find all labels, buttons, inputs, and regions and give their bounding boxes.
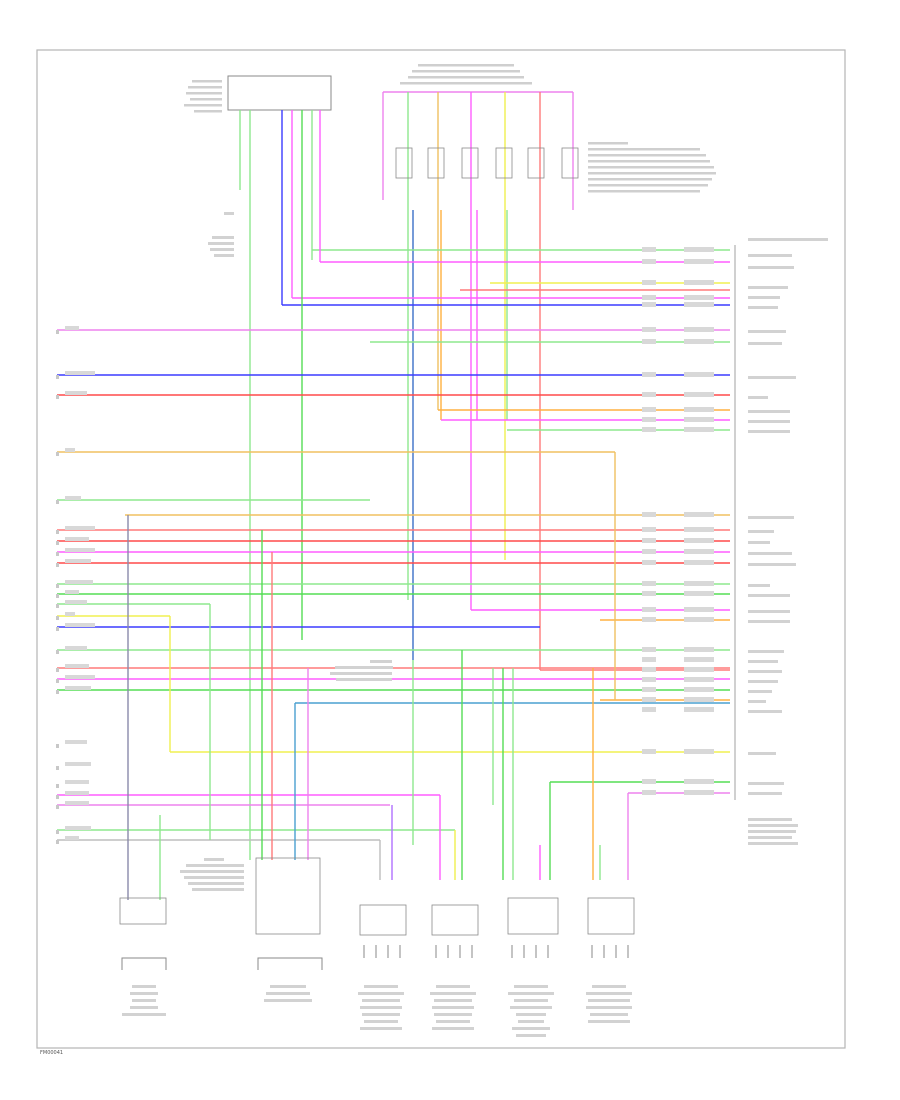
left-component-wires [239, 110, 730, 860]
diagram-border [36, 49, 846, 1049]
component-box-top [227, 75, 332, 111]
pcm-pin-labels [748, 238, 828, 845]
harness-rows [57, 282, 730, 841]
connector-header-top [400, 64, 532, 85]
wire-code-labels-left [65, 326, 95, 840]
bottom-labels [122, 985, 632, 1037]
injector-label-block [588, 142, 716, 193]
lower-annotation [180, 858, 244, 891]
left-pin-numbers [56, 330, 59, 844]
injector-connectors [395, 147, 579, 179]
vertical-drops [127, 452, 629, 900]
footer-code: FM00041 [40, 1050, 63, 1056]
component-label-top [184, 80, 222, 113]
left-top-labels [208, 212, 234, 257]
bottom-connectors [119, 857, 635, 936]
bottom-component-symbols [121, 945, 629, 970]
mid-annotation [330, 660, 393, 681]
wire-code-labels-right [642, 247, 714, 795]
